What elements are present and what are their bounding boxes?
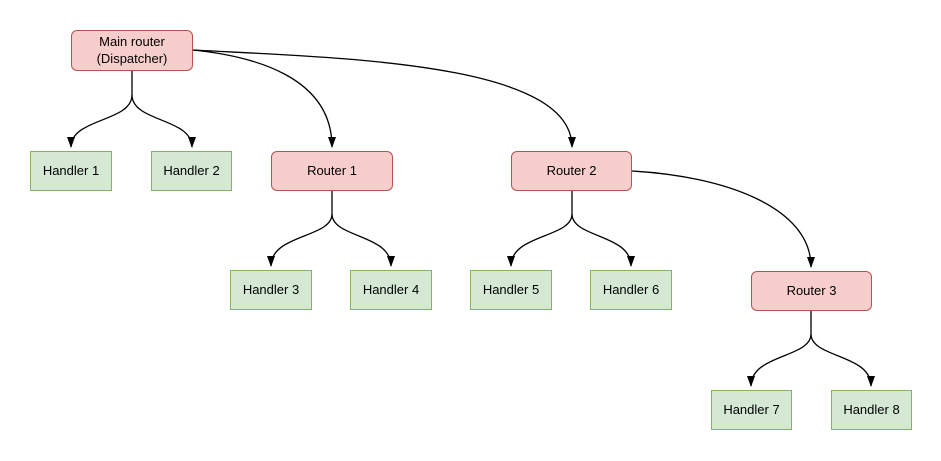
node-router-3: Router 3	[751, 271, 872, 311]
node-handler-3-label: Handler 3	[242, 281, 300, 297]
node-handler-6: Handler 6	[590, 270, 672, 310]
edge-main-to-router2	[192, 49, 576, 148]
node-main-router: Main router (Dispatcher)	[71, 30, 193, 71]
node-handler-1: Handler 1	[30, 151, 112, 191]
node-handler-3: Handler 3	[230, 270, 312, 310]
node-router-1: Router 1	[271, 151, 393, 191]
node-handler-5: Handler 5	[470, 270, 552, 310]
edge-main-to-handler1	[67, 94, 133, 148]
edge-router2-to-router3	[631, 170, 815, 268]
node-handler-6-label: Handler 6	[602, 281, 660, 297]
node-handler-8-label: Handler 8	[843, 401, 900, 417]
node-handler-7-label: Handler 7	[723, 401, 780, 417]
node-handler-2: Handler 2	[151, 151, 232, 191]
edge-router2-to-handler5	[507, 213, 573, 267]
edge-router2-to-handler6	[571, 213, 635, 267]
node-handler-1-label: Handler 1	[42, 162, 100, 178]
edge-main-to-handler2	[131, 94, 196, 148]
node-router-2-label: Router 2	[546, 162, 597, 178]
node-handler-8: Handler 8	[831, 390, 912, 430]
edge-router3-to-handler8	[810, 333, 875, 387]
node-router-2: Router 2	[511, 151, 632, 191]
edge-main-to-router1	[192, 49, 336, 148]
edge-router3-to-handler7	[747, 333, 812, 387]
node-router-3-label: Router 3	[786, 282, 837, 298]
node-handler-5-label: Handler 5	[482, 281, 540, 297]
node-handler-4: Handler 4	[350, 270, 432, 310]
node-router-1-label: Router 1	[307, 162, 357, 178]
edge-router1-to-handler4	[331, 213, 395, 267]
node-main-router-label: Main router (Dispatcher)	[96, 34, 168, 66]
node-handler-2-label: Handler 2	[163, 162, 220, 178]
node-handler-4-label: Handler 4	[362, 281, 420, 297]
edge-router1-to-handler3	[267, 213, 333, 267]
node-handler-7: Handler 7	[711, 390, 792, 430]
